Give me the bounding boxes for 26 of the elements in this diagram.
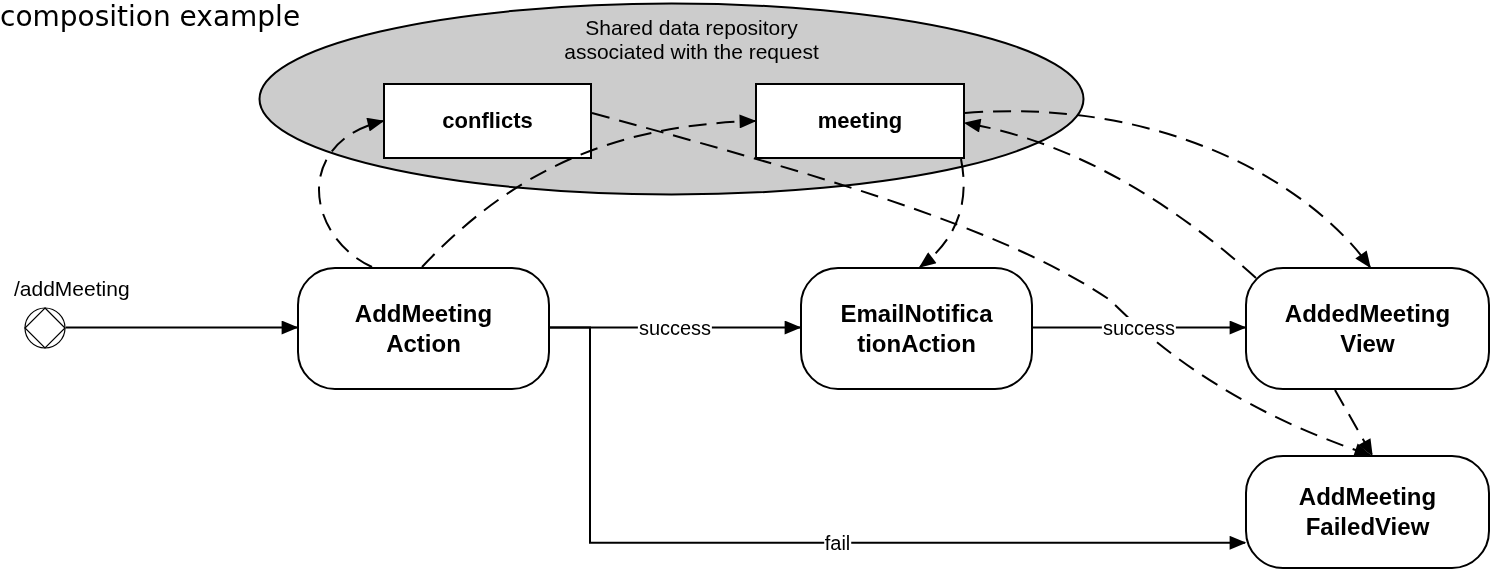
state-box — [297, 267, 550, 390]
repository-title: Shared data repository associated with the request — [563, 16, 820, 64]
dashed-arrow — [591, 112, 1372, 457]
state-name: AddMeeting FailedView — [1297, 482, 1438, 542]
state-name: AddMeeting Action — [353, 298, 494, 359]
data-box — [755, 83, 965, 159]
data-name-text: conflicts — [442, 108, 533, 134]
data-box — [383, 83, 592, 159]
initial-state-icon — [24, 307, 66, 349]
dashed-arrow — [421, 114, 757, 268]
dashed-arrow — [918, 158, 965, 268]
arrow — [65, 320, 299, 335]
trigger-label: /addMeeting — [14, 277, 130, 301]
data-name-text: meeting — [817, 108, 903, 134]
diagram-title: composition example — [0, 0, 301, 33]
dashed-arrow — [1334, 389, 1373, 457]
state-name: AddedMeeting View — [1283, 298, 1452, 359]
state-box — [1245, 267, 1490, 390]
arrow — [549, 326, 1247, 550]
state-box — [800, 267, 1033, 390]
dashed-arrow — [963, 119, 1257, 279]
dashed-arrow — [964, 110, 1371, 269]
state-name: EmailNotifica tionAction — [839, 298, 994, 359]
dashed-arrow — [318, 119, 385, 268]
state-box — [1245, 455, 1490, 569]
edge-label: success — [1101, 316, 1177, 339]
